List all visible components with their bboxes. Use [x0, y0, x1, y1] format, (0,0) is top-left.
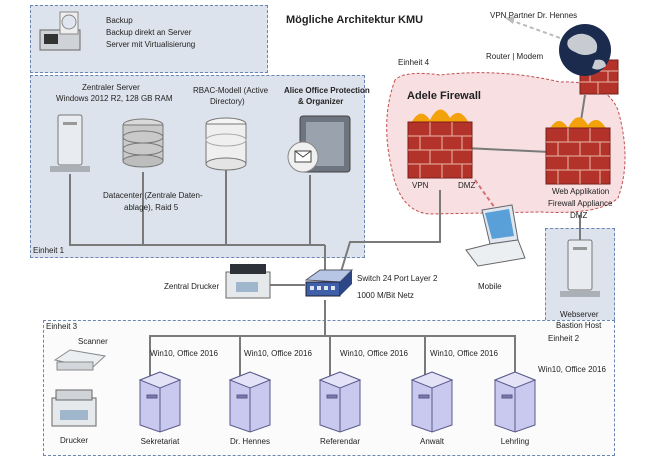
workstation-anwalt-icon: [410, 371, 454, 433]
globe-icon: [559, 24, 611, 76]
firewall-right-icon: [545, 117, 611, 185]
os-label-anwalt: Win10, Office 2016: [430, 349, 498, 358]
drucker-label: Drucker: [60, 436, 89, 445]
switch-label-2: 1000 M/Bit Netz: [357, 291, 414, 300]
backup-label-1: Backup: [106, 16, 133, 25]
scanner-icon: [53, 349, 107, 371]
zentral-drucker-label: Zentral Drucker: [164, 282, 220, 291]
fw-vpn-label: VPN: [412, 181, 429, 190]
einheit1-label: Einheit 1: [33, 246, 65, 255]
webserver-icon: [560, 239, 600, 297]
workstation-label-sekretariat: Sekretariat: [140, 437, 180, 446]
datacenter-label-1: Datacenter (Zentrale Daten-: [103, 191, 203, 200]
backup-label-2: Backup direkt an Server: [106, 28, 192, 37]
workstation-referendar-icon: [318, 371, 362, 433]
switch-icon: [304, 269, 354, 297]
workstation-label-anwalt: Anwalt: [419, 437, 444, 446]
workstation-label-hennes: Dr. Hennes: [229, 437, 271, 446]
webapp-label-1: Web Applikation: [552, 187, 610, 196]
rbac-database-icon: [205, 117, 247, 171]
firewall-left-icon: [407, 109, 473, 179]
mobile-label: Mobile: [478, 282, 502, 291]
workstation-hennes-icon: [228, 371, 272, 433]
mail-server-icon: [287, 115, 351, 173]
rbac-label-2: Directory): [210, 97, 245, 106]
einheit2-label: Einheit 2: [548, 334, 580, 343]
alice-label-1: Alice Office Protection: [284, 86, 370, 95]
adele-firewall-title: Adele Firewall: [407, 90, 481, 102]
os-label-referendar: Win10, Office 2016: [340, 349, 408, 358]
router-modem-label: Router | Modem: [486, 52, 544, 61]
os-label-hennes: Win10, Office 2016: [244, 349, 312, 358]
backup-icon: [39, 11, 81, 51]
server-label-1: Zentraler Server: [82, 83, 140, 92]
central-printer-icon: [225, 264, 271, 299]
rbac-label-1: RBAC-Modell (Active: [193, 86, 269, 95]
datacenter-icon: [122, 118, 164, 168]
alice-label-2: & Organizer: [298, 97, 344, 106]
os-label-sekretariat: Win10, Office 2016: [150, 349, 218, 358]
webserver-label-1: Webserver: [560, 310, 599, 319]
printer-icon: [51, 389, 97, 427]
os-label-lehrling: Win10, Office 2016: [538, 365, 606, 374]
switch-label-1: Switch 24 Port Layer 2: [357, 274, 438, 283]
workstation-icons: [138, 371, 537, 433]
fw-dmz-label: DMZ: [458, 181, 476, 190]
workstation-label-lehrling: Lehrling: [500, 437, 530, 446]
webapp-label-3: DMZ: [570, 211, 588, 220]
server-tower-icon: [50, 114, 90, 172]
workstation-lehrling-icon: [493, 371, 537, 433]
workstation-label-referendar: Referendar: [319, 437, 361, 446]
scanner-label: Scanner: [78, 337, 108, 346]
vpn-partner-label: VPN Partner Dr. Hennes: [490, 11, 578, 20]
webapp-label-2: Firewall Appliance: [548, 199, 613, 208]
einheit4-label: Einheit 4: [398, 58, 430, 67]
einheit3-label: Einheit 3: [46, 322, 78, 331]
backup-label-3: Server mit Virtualisierung: [106, 40, 196, 49]
laptop-icon: [465, 204, 526, 267]
workstation-sekretariat-icon: [138, 371, 182, 433]
diagram-title: Mögliche Architektur KMU: [286, 14, 424, 26]
webserver-label-2: Bastion Host: [556, 321, 602, 330]
server-label-2: Windows 2012 R2, 128 GB RAM: [56, 94, 173, 103]
datacenter-label-2: ablage), Raid 5: [124, 203, 179, 212]
